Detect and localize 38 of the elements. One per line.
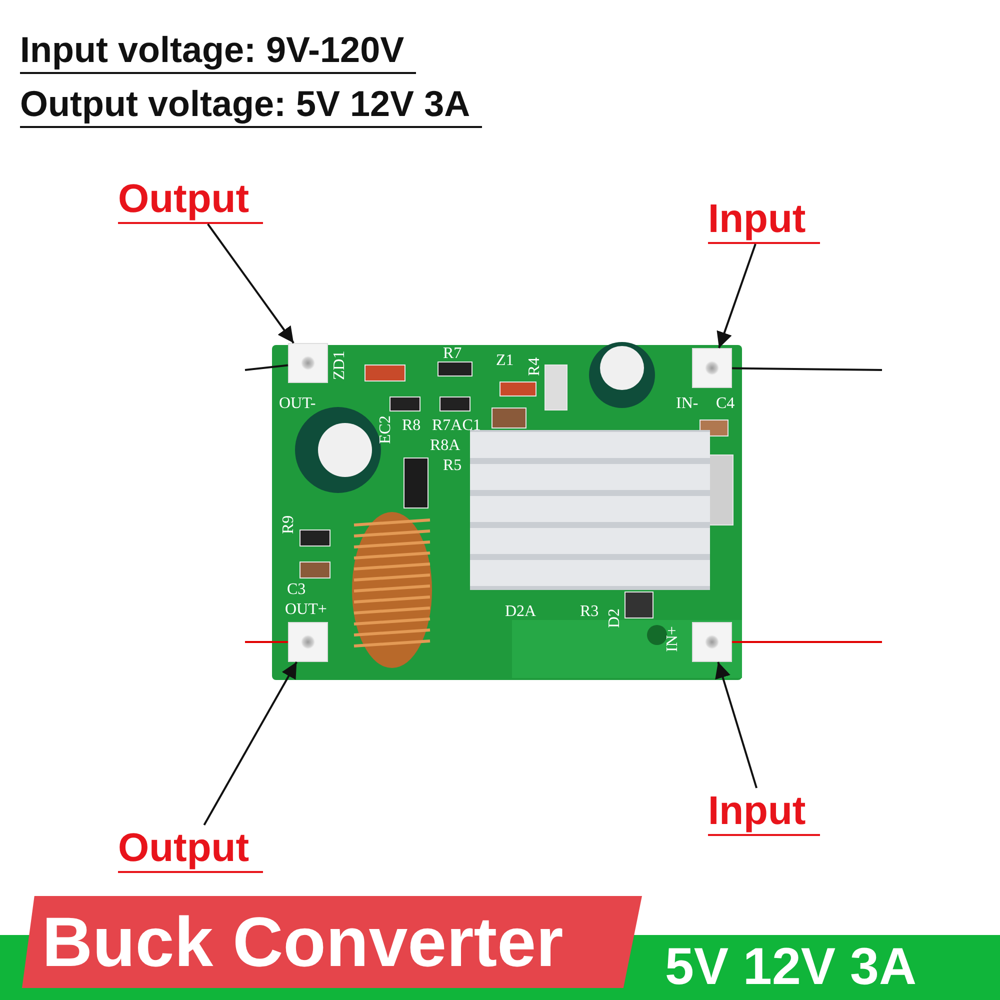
silkscreen-label: R7 xyxy=(443,346,462,362)
terminal-pad xyxy=(692,622,732,662)
terminal-pad xyxy=(288,343,328,383)
callout-label: Output xyxy=(118,176,264,224)
silkscreen-label: C3 xyxy=(287,582,306,598)
wire-line xyxy=(732,641,882,643)
callout-label: Input xyxy=(708,788,820,836)
silkscreen-label: R9 xyxy=(281,515,297,534)
silkscreen-label: R7AC1 xyxy=(432,418,481,434)
silkscreen-label: ZD1 xyxy=(332,350,348,380)
callout-label: Input xyxy=(708,196,820,244)
leader-arrow xyxy=(203,662,298,826)
spec-banner: 5V 12V 3A xyxy=(640,935,1000,1000)
leader-arrow xyxy=(716,244,756,348)
wire-line xyxy=(245,641,288,643)
silkscreen-label: R5 xyxy=(443,458,462,474)
silkscreen-label: D2 xyxy=(607,608,623,628)
leader-arrow xyxy=(207,223,294,344)
silkscreen-label: D2A xyxy=(505,604,536,620)
spec-heading: Input voltage: 9V-120V xyxy=(20,28,416,74)
terminal-label: IN+ xyxy=(665,626,681,652)
silkscreen-label: R8A xyxy=(430,438,460,454)
terminal-label: OUT- xyxy=(279,396,316,412)
silkscreen-label: R3 xyxy=(580,604,599,620)
silkscreen-label: R4 xyxy=(527,357,543,376)
silkscreen-label: Z1 xyxy=(496,353,514,369)
terminal-pad xyxy=(288,622,328,662)
terminal-pad xyxy=(692,348,732,388)
terminal-label: IN- xyxy=(676,396,698,412)
leader-arrow xyxy=(715,662,758,788)
silkscreen-label: EC2 xyxy=(378,416,394,444)
callout-label: Output xyxy=(118,825,264,873)
terminal-label: OUT+ xyxy=(285,602,327,618)
silkscreen-label: R8 xyxy=(402,418,421,434)
spec-heading: Output voltage: 5V 12V 3A xyxy=(20,82,482,128)
silkscreen-label: C4 xyxy=(716,396,735,412)
title-banner: Buck Converter xyxy=(22,896,642,988)
wire-line xyxy=(732,367,882,371)
